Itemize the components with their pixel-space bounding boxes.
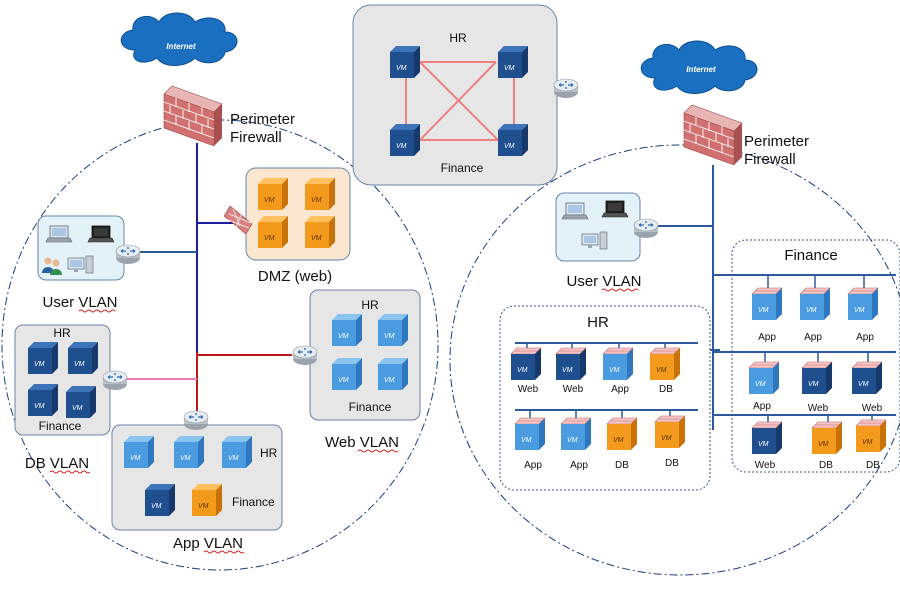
laptop-icon [45, 225, 73, 243]
fin-r1-label-3: App [856, 332, 874, 343]
web-vlan-label: Web VLAN [325, 434, 399, 451]
app-vlan-router-icon [183, 410, 209, 431]
hr-r1-label-3: App [611, 384, 629, 395]
fin-row2-vms [748, 352, 883, 395]
hr-r1-label-1: Web [518, 384, 539, 395]
top-hr-label: HR [449, 31, 467, 45]
app-hr-label: HR [260, 446, 278, 460]
hr-r2-label-1: App [524, 460, 542, 471]
perimeter-firewall-label-line1: Perimeter [230, 111, 295, 128]
user-vlan-router-icon-right [633, 218, 659, 239]
hr-row1-vms [510, 343, 681, 381]
internet-cloud-icon [120, 12, 238, 66]
perimeter-firewall-icon [163, 85, 223, 147]
finance-group-label: Finance [784, 247, 837, 264]
app-finance-label: Finance [232, 495, 275, 509]
web-vlan-router-icon [292, 345, 318, 366]
hr-r1-label-2: Web [563, 384, 584, 395]
perimeter-firewall-label-line2: Firewall [230, 129, 282, 146]
hr-r1-label-4: DB [659, 384, 673, 395]
user-vlan-label: User VLAN [42, 294, 117, 311]
top-router-icon [553, 78, 579, 99]
db-vlan-label: DB VLAN [25, 455, 89, 472]
db-finance-label: Finance [39, 419, 82, 433]
fin-r3-label-2: DB [819, 460, 833, 471]
web-finance-label: Finance [349, 400, 392, 414]
dmz-label: DMZ (web) [258, 268, 332, 285]
app-vlan-label: App VLAN [173, 535, 243, 552]
hr-group-label: HR [587, 314, 609, 331]
top-mesh-links [405, 61, 515, 141]
perimeter-firewall-icon-right [683, 104, 743, 166]
finance-group-box [731, 239, 900, 473]
internet-label: Internet [166, 42, 196, 51]
fin-r1-label-2: App [804, 332, 822, 343]
fin-r2-label-2: Web [808, 403, 829, 414]
laptop-dark-icon [87, 225, 115, 243]
fin-r2-label-1: App [753, 401, 771, 412]
user-vlan-router-icon [115, 244, 141, 265]
fin-r2-label-3: Web [862, 403, 883, 414]
user-vlan-label-right: User VLAN [566, 273, 641, 290]
db-hr-label: HR [53, 326, 71, 340]
web-hr-label: HR [361, 298, 379, 312]
fin-row3-vms [751, 415, 887, 455]
perimeter-firewall-right-line2: Firewall [744, 151, 796, 168]
fin-r3-label-1: Web [755, 460, 776, 471]
fin-r3-label-3: DB [866, 460, 880, 471]
laptop-icon-right [561, 202, 589, 220]
hr-r2-label-2: App [570, 460, 588, 471]
hr-r2-label-4: DB [665, 458, 679, 469]
fin-row1-vms [751, 275, 879, 321]
fin-r1-label-1: App [758, 332, 776, 343]
top-finance-label: Finance [441, 161, 484, 175]
laptop-dark-icon-right [601, 200, 629, 218]
internet-label-right: Internet [686, 65, 716, 74]
hr-group-box [499, 305, 711, 491]
hr-r2-label-3: DB [615, 460, 629, 471]
perimeter-firewall-right-line1: Perimeter [744, 133, 809, 150]
hr-row2-vms [514, 410, 686, 451]
db-vlan-router-icon [102, 370, 128, 391]
